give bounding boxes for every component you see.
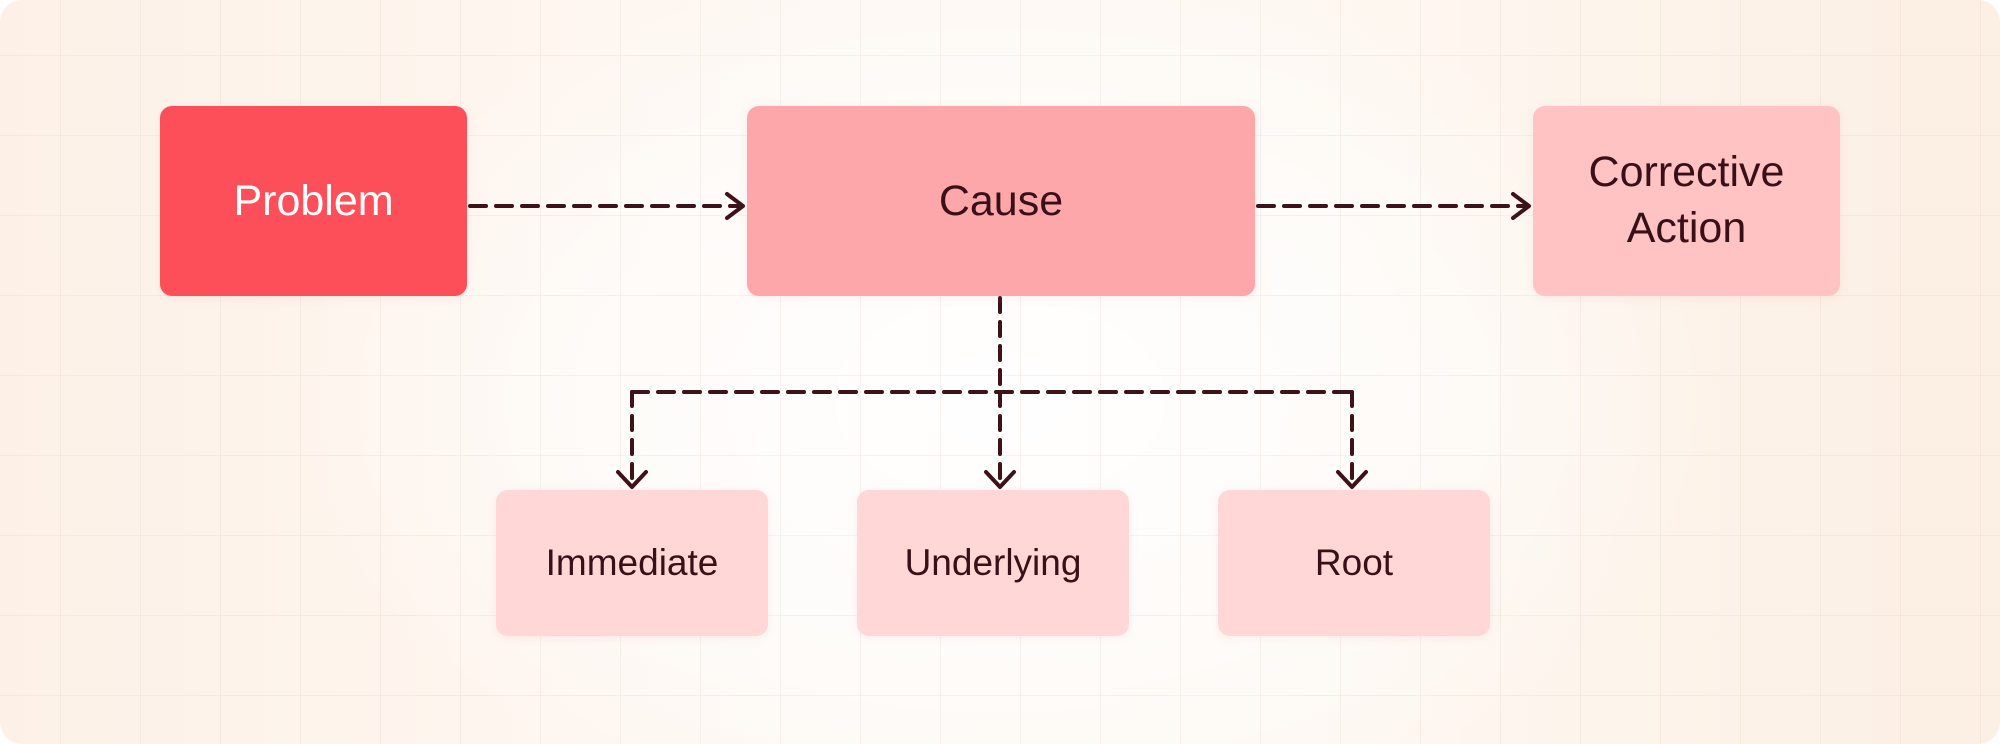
node-corrective-action: Corrective Action (1533, 106, 1840, 296)
arrowhead-root-icon (1336, 470, 1368, 489)
node-cause-label: Cause (938, 176, 1064, 225)
arrowhead-underlying-icon (984, 470, 1016, 489)
arrowhead-cause-icon (725, 192, 745, 220)
arrowhead-action-icon (1511, 192, 1531, 220)
node-underlying: Underlying (857, 490, 1129, 636)
node-immediate: Immediate (496, 490, 768, 636)
arrowhead-immediate-icon (616, 470, 648, 489)
node-problem-label: Problem (233, 176, 394, 225)
node-immediate-label: Immediate (545, 542, 719, 583)
node-cause: Cause (747, 106, 1255, 296)
node-root-label: Root (1314, 542, 1394, 583)
node-problem: Problem (160, 106, 467, 296)
node-corrective-action-label: Corrective Action (1588, 148, 1785, 252)
node-underlying-label: Underlying (904, 542, 1082, 583)
node-root: Root (1218, 490, 1490, 636)
